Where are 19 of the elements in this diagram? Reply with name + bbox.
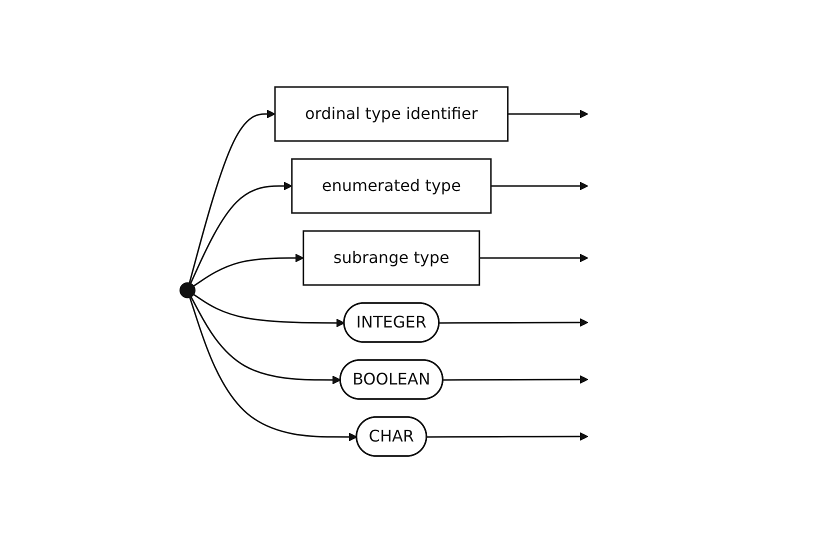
- arrow: [490, 181, 588, 190]
- arrow: [438, 318, 588, 326]
- arrow: [192, 253, 304, 286]
- arrow: [190, 296, 341, 384]
- terminal-symbol: BOOLEAN: [338, 358, 444, 400]
- arrow: [190, 181, 292, 284]
- arrow: [442, 374, 588, 384]
- terminal-symbol: INTEGER: [342, 302, 440, 342]
- arrow: [188, 109, 275, 283]
- start-dot: [179, 282, 196, 298]
- nonterminal-box: subrange type: [302, 230, 480, 286]
- arrow: [188, 296, 357, 441]
- arrow: [426, 432, 588, 440]
- arrow: [507, 109, 588, 118]
- arrow: [478, 253, 588, 262]
- arrow: [192, 293, 344, 327]
- terminal-symbol: CHAR: [355, 416, 427, 456]
- nonterminal-box: ordinal type identifier: [274, 86, 508, 142]
- nonterminal-box: enumerated type: [290, 158, 492, 214]
